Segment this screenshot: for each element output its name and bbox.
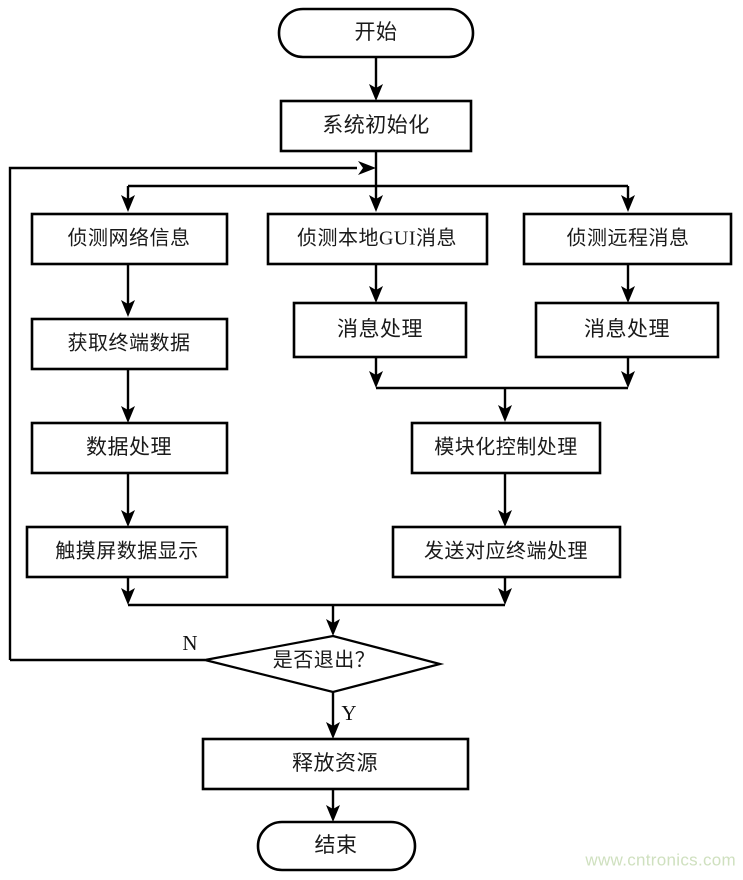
system-init-shape[interactable] (279, 99, 473, 153)
msg-process-local-label: 消息处理 (337, 317, 423, 341)
touch-display-shape[interactable] (25, 525, 229, 579)
edge-sendterminal-to-mergebar (498, 577, 512, 605)
node-detect-local-gui[interactable]: 侦测本地GUI消息 (266, 212, 489, 266)
detect-network-label: 侦测网络信息 (68, 227, 191, 250)
send-to-terminal-label: 发送对应终端处理 (424, 540, 588, 563)
node-msg-process-remote[interactable]: 消息处理 (534, 301, 720, 359)
edge-lowermerge-to-decision (128, 603, 505, 636)
edge-merge-to-modularcontrol (376, 386, 628, 422)
start-terminal-shape[interactable] (277, 7, 475, 59)
node-data-process[interactable]: 数据处理 (30, 421, 229, 475)
node-modular-control[interactable]: 模块化控制处理 (410, 421, 602, 475)
decision-exit-shape[interactable] (204, 634, 445, 694)
edge-start-to-init (369, 57, 383, 101)
msg-process-remote-shape[interactable] (534, 301, 720, 359)
msg-process-local-shape[interactable] (292, 301, 468, 359)
detect-network-shape[interactable] (30, 212, 229, 266)
edge-decision-yes (326, 692, 340, 739)
node-get-terminal-data[interactable]: 获取终端数据 (30, 317, 229, 371)
modular-control-shape[interactable] (410, 421, 602, 475)
edge-getdata-to-dataprocess (121, 369, 135, 423)
edge-detectremote-to-msgprocess (621, 264, 635, 303)
node-detect-remote[interactable]: 侦测远程消息 (522, 212, 733, 266)
get-terminal-data-label: 获取终端数据 (68, 332, 191, 355)
edge-modularcontrol-to-sendterminal (498, 473, 512, 527)
node-start[interactable]: 开始 (277, 7, 475, 59)
release-resource-shape[interactable] (201, 737, 470, 791)
node-msg-process-local[interactable]: 消息处理 (292, 301, 468, 359)
node-send-to-terminal[interactable]: 发送对应终端处理 (391, 525, 622, 579)
node-system-init[interactable]: 系统初始化 (279, 99, 473, 153)
edge-label-yes: Y (341, 701, 356, 725)
node-touch-display[interactable]: 触摸屏数据显示 (25, 525, 229, 579)
detect-local-gui-label: 侦测本地GUI消息 (297, 227, 457, 250)
end-label: 结束 (315, 833, 358, 857)
watermark-label: www.cntronics.com (584, 850, 736, 869)
detect-local-gui-shape[interactable] (266, 212, 489, 266)
modular-control-label: 模块化控制处理 (434, 436, 578, 459)
end-terminal-shape[interactable] (256, 820, 417, 872)
edge-touchdisplay-to-mergebar (121, 577, 135, 605)
edge-msgprocessremote-to-mergebar (621, 357, 635, 388)
node-end[interactable]: 结束 (256, 820, 417, 872)
edge-distribution-bar (121, 184, 635, 212)
edge-detectnetwork-to-getdata (121, 264, 135, 317)
decision-exit-label: 是否退出？ (273, 649, 376, 672)
edge-loopback-into-trunk (8, 161, 376, 660)
edge-detectlocalgui-to-msgprocess (369, 264, 383, 303)
detect-remote-label: 侦测远程消息 (567, 227, 690, 250)
edge-label-no: N (182, 631, 197, 655)
get-terminal-data-shape[interactable] (30, 317, 229, 371)
connector-layer (8, 57, 635, 822)
data-process-shape[interactable] (30, 421, 229, 475)
start-label: 开始 (355, 20, 398, 44)
system-init-label: 系统初始化 (322, 113, 430, 137)
detect-remote-shape[interactable] (522, 212, 733, 266)
msg-process-remote-label: 消息处理 (584, 317, 670, 341)
node-detect-network[interactable]: 侦测网络信息 (30, 212, 229, 266)
data-process-label: 数据处理 (86, 435, 172, 459)
node-decision-exit[interactable]: 是否退出？ (204, 634, 445, 694)
touch-display-label: 触摸屏数据显示 (55, 540, 199, 563)
release-resource-label: 释放资源 (292, 751, 378, 775)
edge-msgprocesslocal-to-mergebar (369, 357, 383, 388)
edge-dataprocess-to-touchdisplay (121, 473, 135, 527)
send-to-terminal-shape[interactable] (391, 525, 622, 579)
edge-release-to-end (326, 789, 340, 822)
node-release-resource[interactable]: 释放资源 (201, 737, 470, 791)
